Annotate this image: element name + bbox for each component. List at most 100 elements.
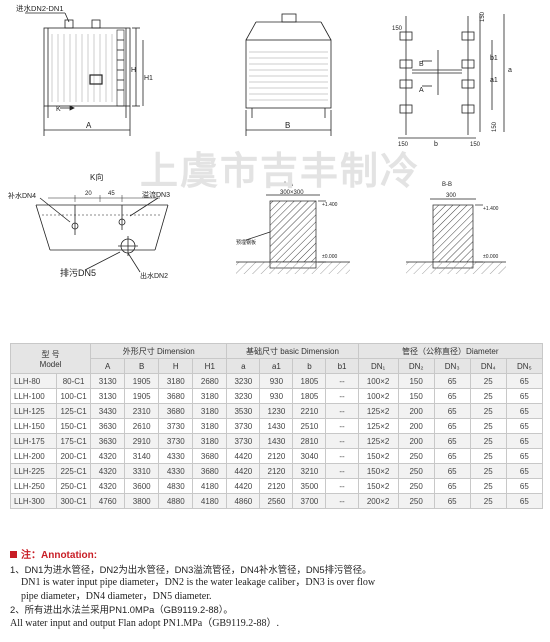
- model-code-cell: 225-C1: [56, 463, 92, 479]
- note-2-en: All water input and output Flan adopt PN…: [10, 617, 280, 629]
- table-header-row: 型 号 Model 外形尺寸 Dimension 基础尺寸 basic Dime…: [9, 343, 544, 374]
- value-cell: 2120: [259, 448, 294, 464]
- front-width-label: A: [86, 121, 92, 130]
- value-cell: 3140: [124, 448, 160, 464]
- k-view-title: K向: [90, 172, 103, 182]
- subheader-cell: DN₄: [469, 358, 507, 374]
- value-cell: 25: [469, 448, 507, 464]
- spec-table: 型 号 Model 外形尺寸 Dimension 基础尺寸 basic Dime…: [9, 343, 544, 509]
- value-cell: 3210: [292, 463, 327, 479]
- value-cell: 1230: [259, 403, 294, 419]
- value-cell: 3530: [226, 403, 261, 419]
- value-cell: 200: [397, 418, 435, 434]
- front-h1-label: H1: [144, 75, 153, 82]
- value-cell: 250: [397, 493, 435, 509]
- model-name-cell: LLH-250: [9, 478, 58, 494]
- value-cell: 65: [433, 478, 471, 494]
- value-cell: 125×2: [357, 403, 399, 419]
- value-cell: --: [325, 433, 359, 449]
- value-cell: 4880: [158, 493, 194, 509]
- value-cell: 1430: [259, 433, 294, 449]
- value-cell: 250: [397, 463, 435, 479]
- value-cell: --: [325, 448, 359, 464]
- model-name-cell: LLH-225: [9, 463, 58, 479]
- value-cell: 930: [259, 373, 294, 389]
- value-cell: 930: [259, 388, 294, 404]
- value-cell: 150: [397, 373, 435, 389]
- model-name-cell: LLH-150: [9, 418, 58, 434]
- value-cell: 2560: [259, 493, 294, 509]
- model-name-cell: LLH-175: [9, 433, 58, 449]
- header-model-cn: 型 号: [41, 349, 60, 359]
- value-cell: 65: [505, 373, 544, 389]
- value-cell: 3180: [192, 418, 228, 434]
- model-name-cell: LLH-80: [9, 373, 58, 389]
- value-cell: 4420: [226, 478, 261, 494]
- value-cell: 3500: [292, 478, 327, 494]
- section-bb-title: B-B: [442, 182, 452, 188]
- note-2-cn: 2、所有进出水法兰采用PN1.0MPa（GB9119.2-88）。: [10, 604, 233, 615]
- plan-dim-b1: b1: [490, 55, 498, 62]
- value-cell: 4180: [192, 493, 228, 509]
- subheader-cell: H1: [192, 358, 228, 374]
- plan-dim-a1: a1: [490, 77, 498, 84]
- value-cell: 2680: [192, 373, 228, 389]
- header-dimension: 外形尺寸 Dimension: [90, 343, 228, 359]
- value-cell: 1430: [259, 418, 294, 434]
- subheader-cell: H: [158, 358, 194, 374]
- plan-section-b: B: [419, 61, 424, 68]
- value-cell: 2910: [124, 433, 160, 449]
- value-cell: 125×2: [357, 433, 399, 449]
- value-cell: 4180: [192, 478, 228, 494]
- value-cell: 3700: [292, 493, 327, 509]
- value-cell: 200: [397, 403, 435, 419]
- value-cell: 65: [505, 403, 544, 419]
- value-cell: 4320: [90, 448, 126, 464]
- header-model-en: Model: [39, 359, 62, 369]
- value-cell: 65: [433, 373, 471, 389]
- annotation-notes: 注：Annotation: 1、DN1为进水管径，DN2为出水管径，DN3溢流管…: [10, 548, 540, 630]
- value-cell: 65: [505, 388, 544, 404]
- plan-dim-bottom3: 150: [470, 142, 481, 148]
- value-cell: 150×2: [357, 448, 399, 464]
- front-height-label: H: [131, 67, 136, 74]
- value-cell: 65: [433, 418, 471, 434]
- value-cell: 65: [433, 448, 471, 464]
- subheader-cell: b1: [325, 358, 359, 374]
- value-cell: 2810: [292, 433, 327, 449]
- value-cell: 3130: [90, 373, 126, 389]
- value-cell: 4760: [90, 493, 126, 509]
- value-cell: 3430: [90, 403, 126, 419]
- company-watermark: 上虞市吉丰制冷: [139, 149, 420, 193]
- front-pipe-label: 进水DN2-DN1: [16, 3, 64, 13]
- model-name-cell: LLH-300: [9, 493, 58, 509]
- value-cell: 3680: [158, 403, 194, 419]
- section-aa-title: A-A: [283, 182, 293, 188]
- model-name-cell: LLH-100: [9, 388, 58, 404]
- section-bb-level1: +1.400: [483, 206, 499, 212]
- value-cell: 3730: [158, 433, 194, 449]
- value-cell: 4330: [158, 448, 194, 464]
- value-cell: 4860: [226, 493, 261, 509]
- note-1-en-a: DN1 is water input pipe diameter，DN2 is …: [21, 577, 376, 588]
- header-diameter: 管径（公称直径）Diameter: [357, 343, 544, 359]
- value-cell: 125×2: [357, 418, 399, 434]
- value-cell: 25: [469, 418, 507, 434]
- value-cell: 1905: [124, 388, 160, 404]
- value-cell: 3180: [158, 373, 194, 389]
- section-aa-label: 预埋钢板: [236, 239, 256, 246]
- value-cell: 150: [397, 388, 435, 404]
- side-view: [245, 13, 332, 136]
- value-cell: 2210: [292, 403, 327, 419]
- value-cell: 3680: [158, 388, 194, 404]
- value-cell: --: [325, 388, 359, 404]
- section-bb-dim: 300: [446, 193, 457, 199]
- subheader-cell: B: [124, 358, 160, 374]
- subheader-cell: DN₃: [433, 358, 471, 374]
